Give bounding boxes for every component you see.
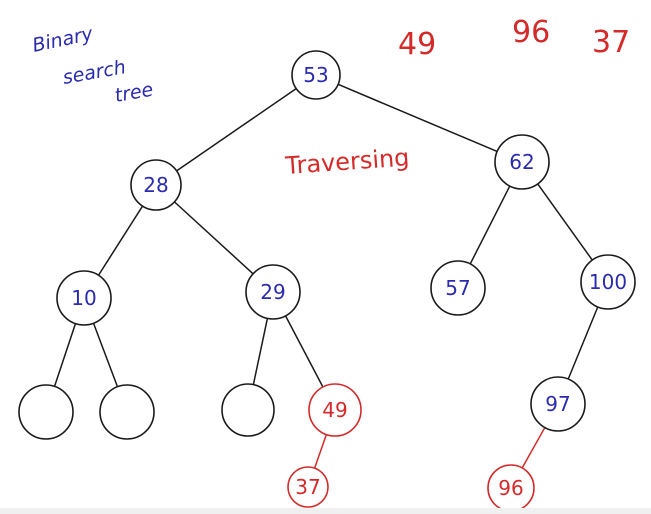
- queue-values: 49 96 37: [398, 15, 630, 62]
- node-circle: [308, 383, 362, 437]
- node-circle: [287, 466, 329, 508]
- tree-node-97: 97: [530, 376, 586, 432]
- title-line-3: tree: [113, 79, 155, 107]
- edge-n29-n49: [284, 315, 324, 388]
- edge-n62-n57: [469, 185, 511, 265]
- edge-n53-n28: [175, 87, 297, 172]
- node-circle: [99, 384, 155, 440]
- node-label: 62: [509, 150, 534, 174]
- nodes-layer: 53 28 62 10 29 57 100 49 97 37 96: [18, 50, 636, 512]
- edge-n10-e2: [92, 322, 119, 388]
- tree-node-100: 100: [580, 254, 636, 310]
- queue-value-2: 96: [512, 15, 550, 50]
- node-circle: [530, 376, 586, 432]
- tree-node-10: 10: [56, 270, 112, 326]
- edge-n53-n62: [337, 83, 498, 153]
- edge-n28-n10: [97, 205, 144, 276]
- node-circle: [580, 254, 636, 310]
- tree-node-e2: [99, 384, 155, 440]
- queue-value-3: 37: [592, 25, 630, 60]
- edge-n10-e1: [53, 322, 77, 388]
- node-circle: [494, 134, 550, 190]
- title-line-1: Binary: [30, 23, 95, 57]
- bottom-bar: [0, 508, 651, 514]
- node-label: 37: [295, 475, 320, 499]
- node-label: 100: [589, 270, 627, 294]
- edge-n28-n29: [173, 201, 254, 275]
- tree-node-e3: [221, 383, 275, 437]
- tree-node-49: 49: [308, 383, 362, 437]
- node-circle: [291, 50, 341, 100]
- tree-node-53: 53: [291, 50, 341, 100]
- node-circle: [130, 159, 182, 211]
- tree-node-57: 57: [430, 260, 486, 316]
- edge-n29-e3: [252, 317, 269, 386]
- node-label: 53: [303, 63, 328, 87]
- edge-n49-n37: [313, 433, 328, 469]
- diagram-title: Binary search tree: [30, 23, 154, 107]
- node-circle: [56, 270, 112, 326]
- node-label: 10: [71, 286, 96, 310]
- tree-node-29: 29: [245, 264, 301, 320]
- tree-node-96: 96: [487, 464, 535, 512]
- node-circle: [430, 260, 486, 316]
- edge-n100-n97: [567, 306, 599, 380]
- tree-node-62: 62: [494, 134, 550, 190]
- node-label: 97: [545, 392, 570, 416]
- tree-node-e1: [18, 384, 74, 440]
- tree-node-28: 28: [130, 159, 182, 211]
- node-label: 29: [260, 280, 285, 304]
- node-label: 28: [143, 173, 168, 197]
- tree-node-37: 37: [287, 466, 329, 508]
- node-label: 57: [445, 276, 470, 300]
- node-label: 49: [322, 398, 347, 422]
- node-circle: [221, 383, 275, 437]
- edge-n97-n96: [521, 426, 546, 469]
- queue-value-1: 49: [398, 27, 436, 62]
- edges-layer: [53, 83, 599, 469]
- node-circle: [245, 264, 301, 320]
- node-label: 96: [498, 476, 523, 500]
- node-circle: [18, 384, 74, 440]
- traversing-heading: Traversing: [283, 143, 410, 180]
- edge-n62-n100: [536, 183, 594, 261]
